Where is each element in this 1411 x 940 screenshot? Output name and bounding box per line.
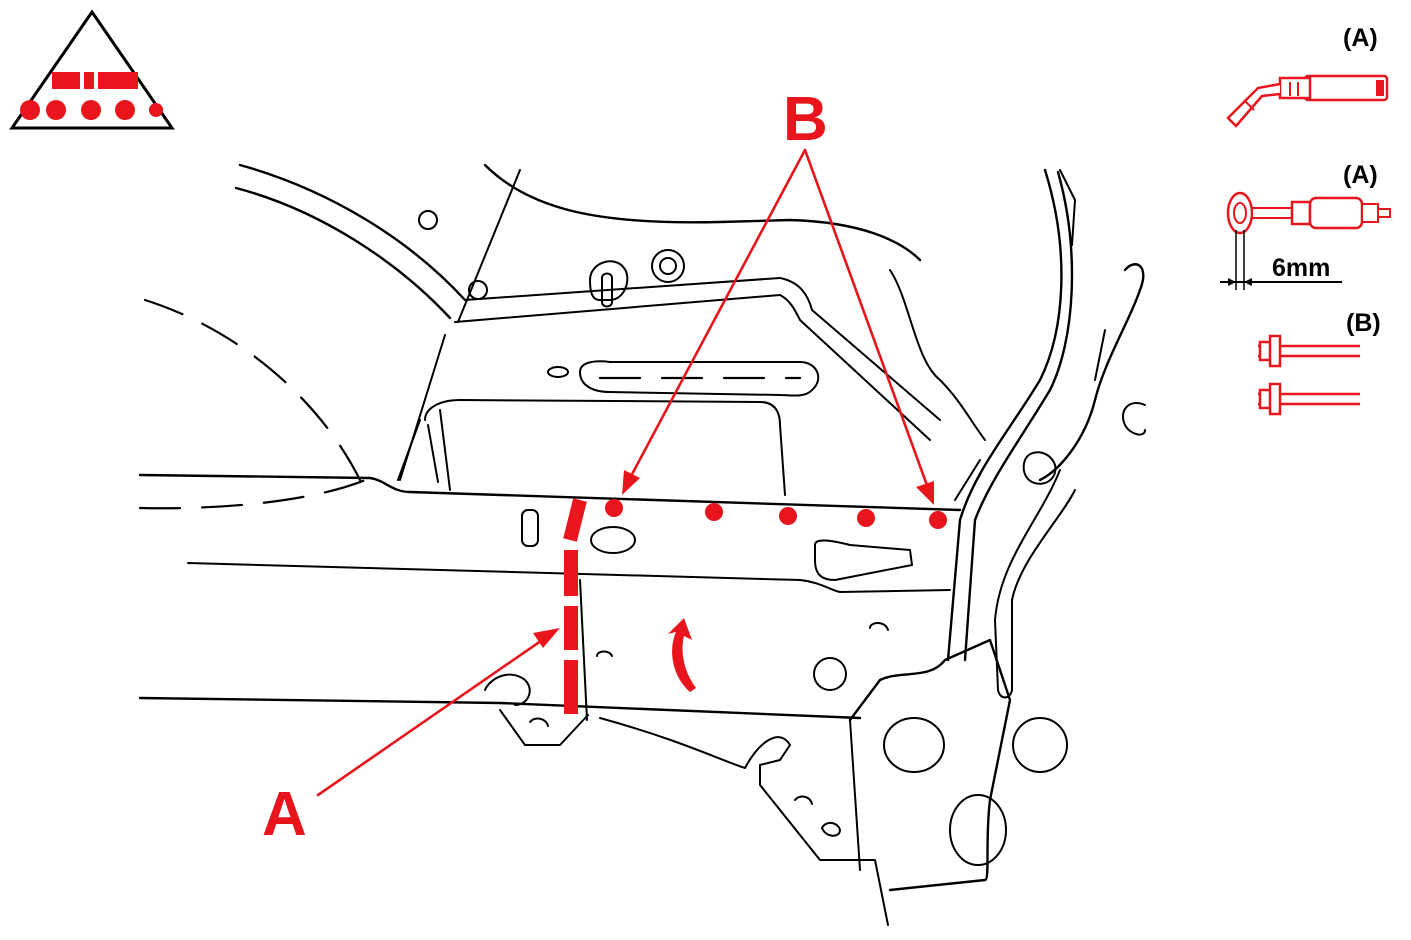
spot-drill-icon	[1220, 191, 1391, 290]
callout-a-label: A	[262, 780, 307, 849]
legend-a1-label: (A)	[1343, 24, 1378, 52]
vehicle-body-panel-drawing	[138, 163, 1146, 926]
legend-a2-dimension: 6mm	[1272, 254, 1330, 282]
legend-b-label: (B)	[1346, 309, 1381, 337]
callout-b-label: B	[783, 85, 828, 154]
spot-weld-points	[605, 499, 947, 529]
tool-legend: (A) (A) 6mm (B)	[1220, 24, 1391, 416]
callout-a-leader	[316, 628, 560, 797]
callout-b-leaders	[622, 148, 934, 505]
cut-line-marking	[563, 498, 587, 714]
legend-a2-label: (A)	[1343, 161, 1378, 189]
air-saw-icon	[1226, 74, 1389, 128]
welding-warning-triangle-icon	[9, 9, 175, 130]
spot-weld-plug-icon	[1258, 334, 1360, 416]
rotation-arrow-icon	[668, 618, 696, 692]
